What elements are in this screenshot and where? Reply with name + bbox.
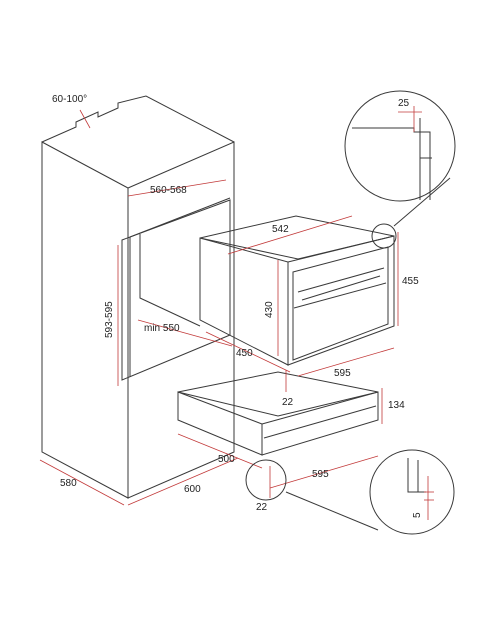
label-oven-inner-height: 430 xyxy=(264,301,275,318)
label-detail-top: 25 xyxy=(398,98,410,109)
detail-top xyxy=(344,90,456,249)
label-drawer-depth: 500 xyxy=(218,454,235,465)
label-detail-bottom: 5 xyxy=(412,512,423,518)
label-drawer-front-width: 595 xyxy=(312,469,329,480)
label-drawer-height: 134 xyxy=(388,400,405,411)
label-niche-height: 593-595 xyxy=(104,301,115,338)
label-niche-width: 560-568 xyxy=(150,185,187,196)
label-cabinet-depth: 580 xyxy=(60,478,77,489)
dimension-lines xyxy=(39,109,399,506)
label-depth-angle: 60-100° xyxy=(52,94,87,105)
detail-bottom xyxy=(245,449,455,535)
label-niche-depth-min: min 550 xyxy=(144,323,180,334)
label-oven-gap: 22 xyxy=(282,397,294,408)
label-oven-front-width: 595 xyxy=(334,368,351,379)
warming-drawer xyxy=(177,371,379,456)
label-oven-height: 455 xyxy=(402,276,419,287)
oven xyxy=(199,215,395,366)
tall-cabinet xyxy=(41,95,235,499)
label-drawer-gap: 22 xyxy=(256,502,268,513)
label-cabinet-width: 600 xyxy=(184,484,201,495)
label-oven-depth: 450 xyxy=(236,348,253,359)
label-oven-width-top: 542 xyxy=(272,224,289,235)
